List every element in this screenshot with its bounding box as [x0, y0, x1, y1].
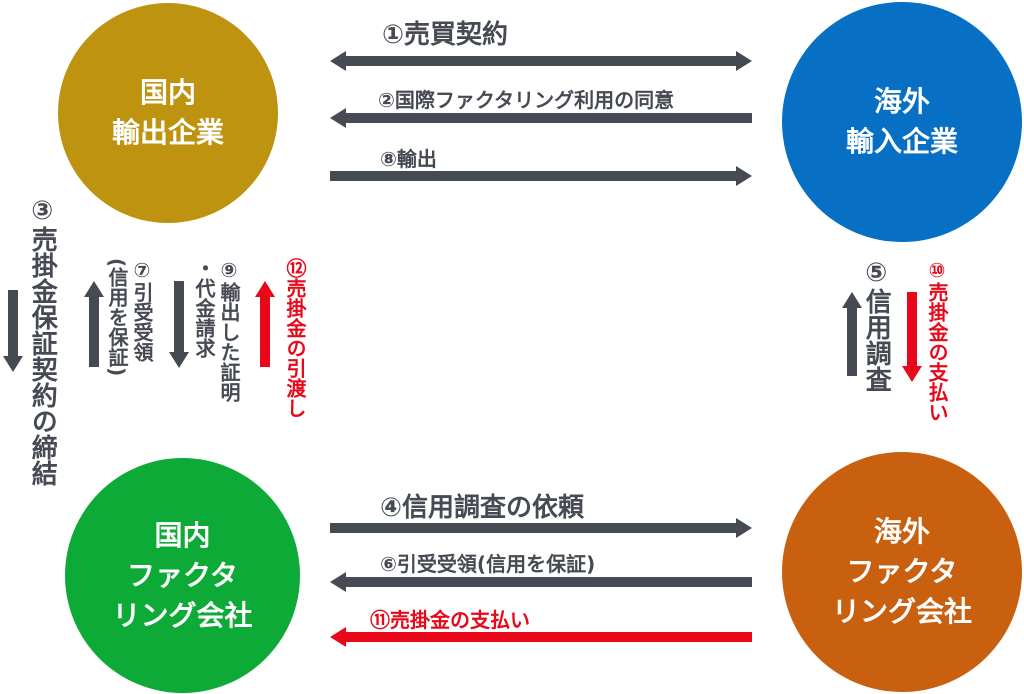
arrow-s1: [330, 51, 752, 71]
arrow-s3: [3, 290, 23, 372]
domestic-exporter-node: 国内 輸出企業: [58, 3, 278, 223]
arrow-s4: [330, 518, 752, 538]
step-7-label-a: ⑦引受受領: [130, 258, 154, 362]
overseas-importer-node: 海外 輸入企業: [782, 2, 1022, 242]
step-4-label: ④信用調査の依頼: [380, 493, 585, 523]
overseas-factor-label-2: ファクタ: [846, 555, 958, 588]
step-1-label: ①売買契約: [382, 20, 509, 50]
domestic-exporter-label-1: 国内: [139, 76, 196, 109]
arrow-s11: [330, 627, 752, 647]
domestic-factor-label-2: ファクタ: [127, 558, 238, 592]
arrow-s8: [330, 166, 752, 186]
arrow-s12: [255, 281, 275, 367]
step-3-label: ③売掛金保証契約の締結: [27, 196, 58, 486]
arrow-s10: [902, 292, 922, 382]
step-9-label-b: ・代金請求: [192, 258, 216, 358]
arrow-s5: [842, 292, 862, 376]
overseas-factor-label-1: 海外: [873, 515, 930, 548]
arrow-s9: [169, 281, 189, 368]
step-6-label: ⑥引受受領(信用を保証): [380, 552, 596, 576]
overseas-factor-label-3: リング会社: [831, 595, 972, 628]
arrow-s2: [330, 108, 752, 128]
domestic-factor-label-1: 国内: [154, 518, 211, 552]
domestic-exporter-label-2: 輸出企業: [111, 116, 224, 149]
overseas-importer-label-2: 輸入企業: [845, 125, 958, 158]
domestic-factor-label-3: リング会社: [112, 598, 253, 632]
overseas-factor-node: 海外 ファクタ リング会社: [782, 452, 1022, 692]
step-11-label: ⑪売掛金の支払い: [370, 608, 530, 632]
step-7-label-b: (信用を保証): [105, 258, 129, 377]
step-9-label-a: ⑨輸出した証明: [217, 258, 241, 402]
step-8-label: ⑧輸出: [380, 147, 437, 171]
domestic-factor-node: 国内 ファクタ リング会社: [65, 458, 300, 693]
step-2-label: ②国際ファクタリング利用の同意: [378, 88, 675, 112]
arrow-s7: [84, 281, 104, 367]
step-12-label: ⑫売掛金の引渡し: [283, 258, 307, 418]
step-5-label: ⑤信用調査: [861, 258, 892, 392]
overseas-importer-label-1: 海外: [873, 85, 930, 118]
step-10-label: ⑩売掛金の支払い: [925, 258, 949, 422]
arrow-s6: [330, 572, 752, 592]
